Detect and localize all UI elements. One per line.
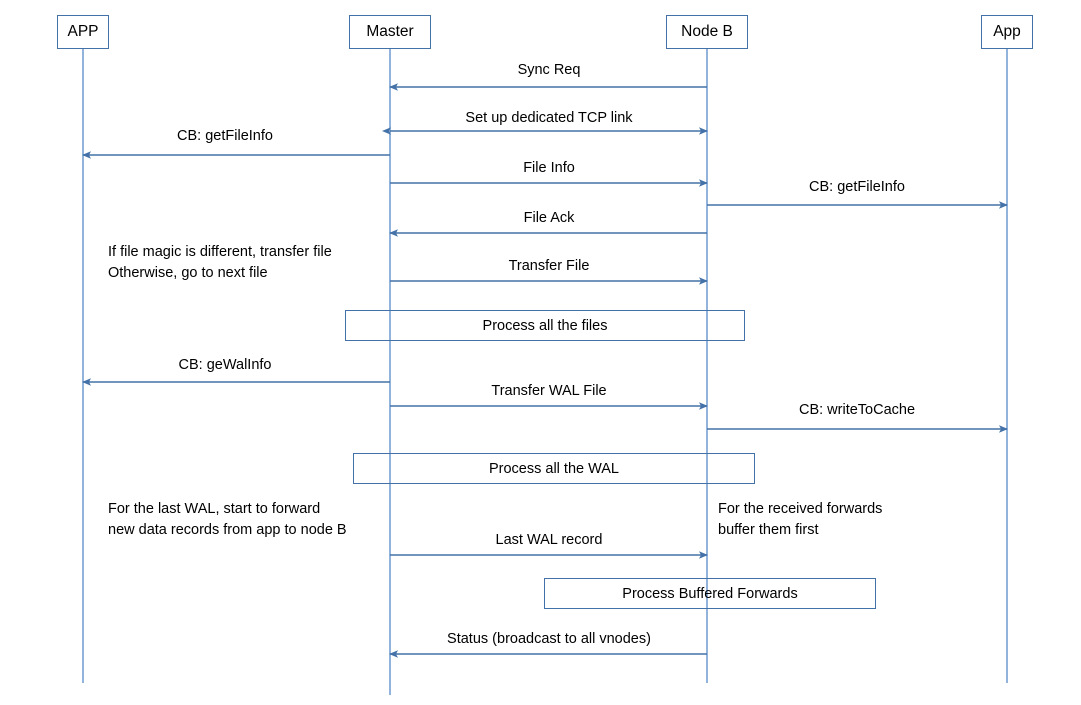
note-file-magic: If file magic is different, transfer fil… — [108, 244, 332, 282]
message-label: Set up dedicated TCP link — [465, 110, 633, 126]
actor-label: Master — [366, 23, 414, 40]
activation-box-label: Process Buffered Forwards — [622, 585, 798, 602]
actor-header-master[interactable]: Master — [349, 15, 431, 49]
message-label: CB: getFileInfo — [177, 128, 273, 144]
message-label: Transfer WAL File — [491, 383, 607, 399]
activation-box[interactable]: Process all the files — [345, 310, 745, 341]
actor-header-app_right[interactable]: App — [981, 15, 1033, 49]
message-label: Transfer File — [508, 258, 590, 274]
message-label: CB: geWalInfo — [178, 357, 272, 373]
actor-header-app_left[interactable]: APP — [57, 15, 109, 49]
message-label: Status (broadcast to all vnodes) — [447, 631, 651, 647]
note-last-wal: For the last WAL, start to forward new d… — [108, 501, 347, 539]
message-label: CB: writeToCache — [798, 402, 916, 418]
lifelines-group — [82, 49, 1008, 695]
message-label: File Ack — [523, 210, 575, 226]
actor-label: Node B — [681, 23, 733, 40]
message-arrows-group — [82, 83, 1008, 658]
actor-header-node_b[interactable]: Node B — [666, 15, 748, 49]
activation-box-label: Process all the files — [482, 317, 608, 334]
activation-box[interactable]: Process all the WAL — [353, 453, 755, 484]
actor-label: App — [993, 23, 1021, 40]
message-label: File Info — [523, 160, 575, 176]
message-label: CB: getFileInfo — [809, 179, 905, 195]
message-label: Last WAL record — [495, 532, 603, 548]
activation-box[interactable]: Process Buffered Forwards — [544, 578, 876, 609]
actor-label: APP — [67, 23, 99, 40]
activation-box-label: Process all the WAL — [488, 460, 619, 477]
note-buffer-first: For the received forwards buffer them fi… — [718, 501, 883, 539]
message-label: Sync Req — [517, 62, 581, 78]
